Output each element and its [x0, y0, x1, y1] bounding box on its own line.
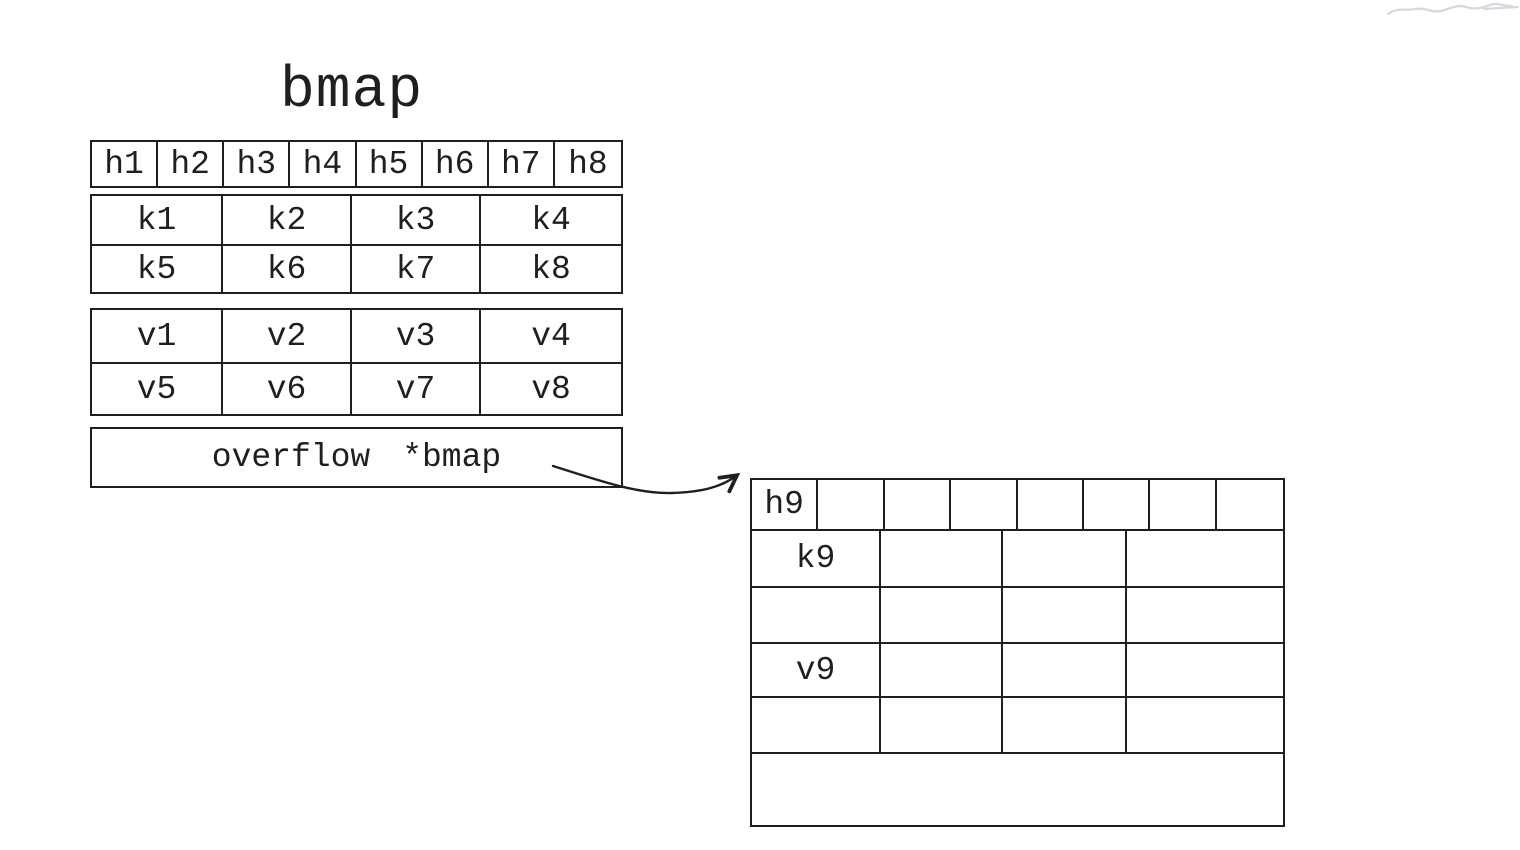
value-cell — [881, 698, 1004, 752]
key-cell: k8 — [531, 250, 571, 288]
key-cell — [1127, 531, 1283, 586]
bucket2: h9 k9 v9 — [750, 478, 1285, 827]
key-cell — [1003, 588, 1128, 642]
tophash-cell — [951, 480, 1018, 529]
key-cell — [752, 588, 882, 642]
tophash-cell — [885, 480, 952, 529]
value-cell: v3 — [352, 310, 482, 362]
key-cell — [1003, 531, 1128, 586]
tophash-cell: h7 — [489, 142, 555, 186]
bucket1-keys-block: k1 k2 k3 k4 k5 k6 k7 k8 — [90, 194, 623, 294]
value-cell: v6 — [223, 364, 353, 414]
tophash-cell: h2 — [158, 142, 225, 186]
key-cell: k9 — [752, 531, 882, 586]
key-cell: k7 — [352, 246, 482, 292]
bucket1: h1 h2 h3 h4 h5 h6 h7 h8 k1 k2 k3 k4 k5 k… — [90, 140, 623, 488]
key-cell: k5 — [92, 246, 223, 292]
tophash-cell: h5 — [357, 142, 423, 186]
value-cell — [881, 644, 1004, 696]
bucket2-keys-row — [752, 586, 1283, 642]
tophash-cell — [1217, 480, 1283, 529]
key-cell: k2 — [223, 196, 353, 244]
bucket2-values-row — [752, 696, 1283, 752]
bucket2-values-row: v9 — [752, 642, 1283, 696]
value-cell — [1003, 644, 1128, 696]
bucket2-overflow-row — [752, 752, 1283, 825]
overflow-pointer-label: *bmap — [402, 439, 502, 476]
value-cell: v7 — [352, 364, 482, 414]
overflow-label: overflow — [211, 439, 371, 476]
bucket1-overflow-row: overflow *bmap — [90, 427, 623, 488]
tophash-cell: h4 — [290, 142, 357, 186]
value-cell: v9 — [752, 644, 882, 696]
faint-scribble-mark — [1386, 2, 1520, 16]
tophash-cell — [1084, 480, 1151, 529]
tophash-cell — [1150, 480, 1217, 529]
tophash-cell — [818, 480, 885, 529]
key-cell: k4 — [531, 201, 571, 239]
key-cell: k1 — [92, 196, 223, 244]
tophash-cell: h6 — [423, 142, 489, 186]
value-cell: v5 — [92, 364, 223, 414]
bucket1-values-block: v1 v2 v3 v4 v5 v6 v7 v8 — [90, 308, 623, 416]
tophash-cell: h8 — [568, 145, 608, 183]
key-cell: k6 — [223, 246, 353, 292]
value-cell: v2 — [223, 310, 353, 362]
tophash-cell: h1 — [92, 142, 159, 186]
tophash-cell — [1018, 480, 1084, 529]
bucket2-tophash-row: h9 — [752, 480, 1283, 529]
value-cell — [1127, 698, 1283, 752]
value-cell: v1 — [92, 310, 223, 362]
value-cell — [1003, 698, 1128, 752]
value-cell: v8 — [531, 370, 571, 408]
value-cell — [1127, 644, 1283, 696]
bucket1-tophash-row: h1 h2 h3 h4 h5 h6 h7 h8 — [90, 140, 623, 188]
diagram-title: bmap — [280, 59, 424, 124]
tophash-cell: h3 — [224, 142, 291, 186]
key-cell — [881, 531, 1004, 586]
bucket2-keys-row: k9 — [752, 529, 1283, 586]
value-cell: v4 — [531, 317, 571, 355]
key-cell — [1127, 588, 1283, 642]
key-cell: k3 — [352, 196, 482, 244]
key-cell — [881, 588, 1004, 642]
value-cell — [752, 698, 882, 752]
tophash-cell: h9 — [752, 480, 819, 529]
